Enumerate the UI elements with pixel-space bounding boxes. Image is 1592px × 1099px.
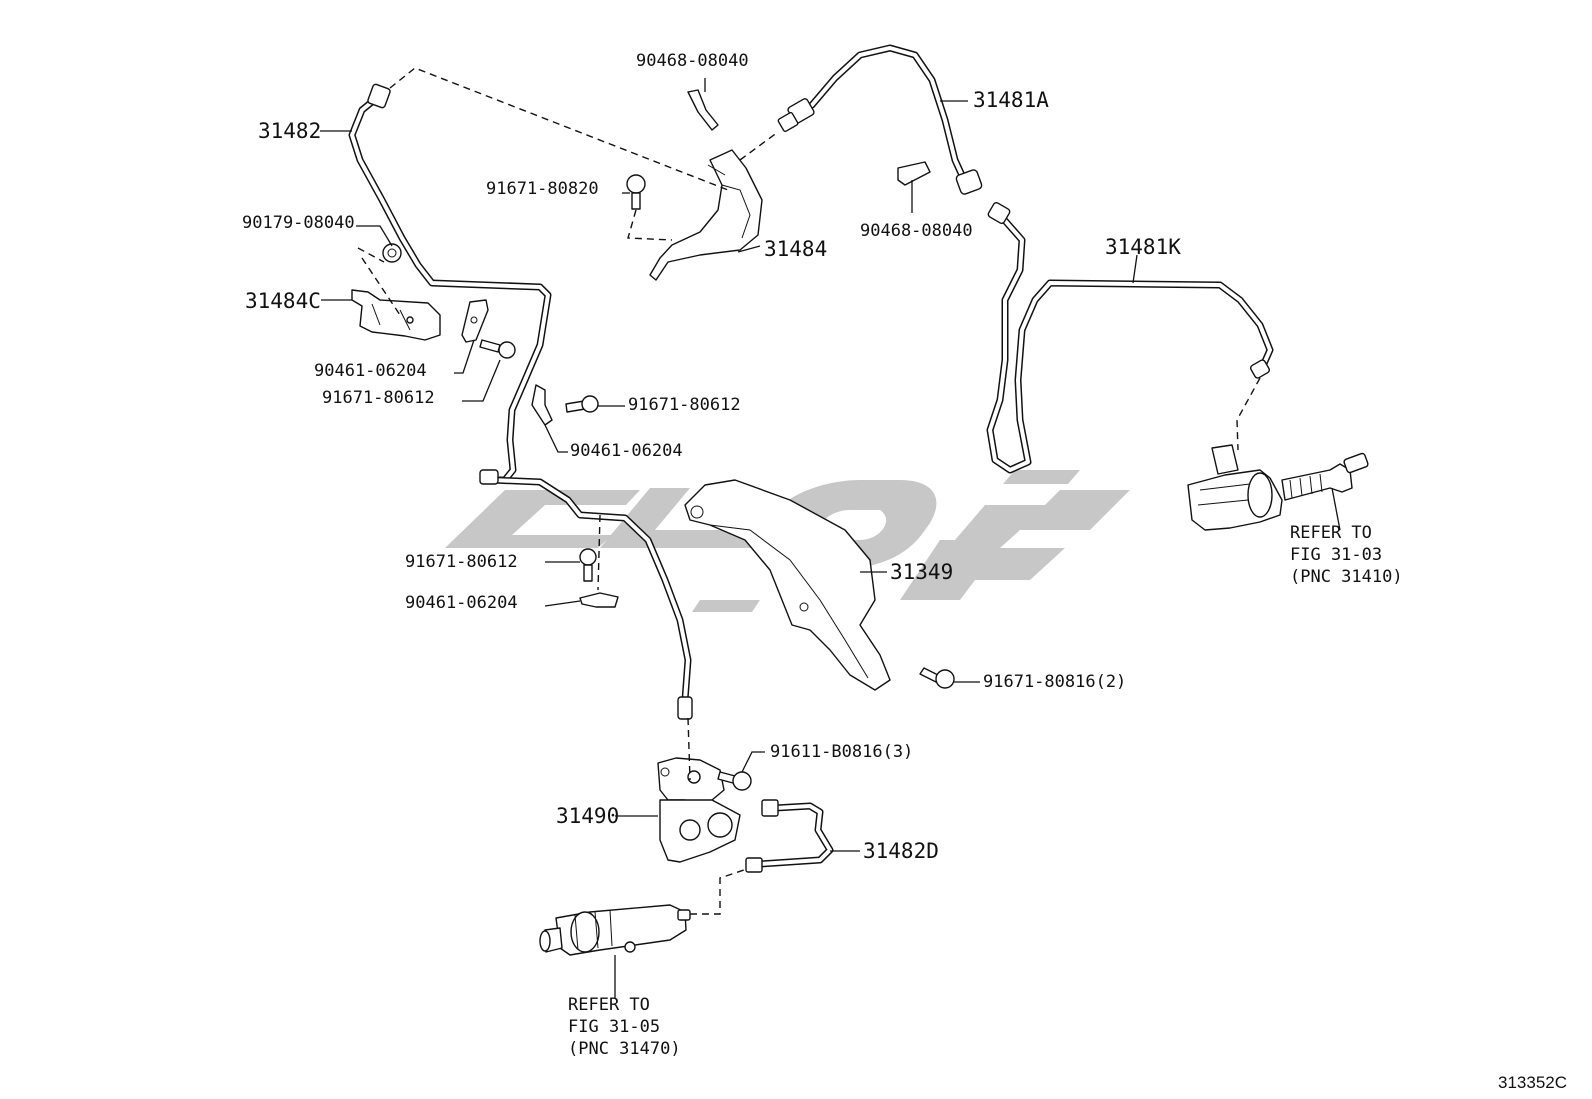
label-bolt-bracket[interactable]: 91671-80820 <box>486 179 599 199</box>
label-clamp-low[interactable]: 90461-06204 <box>405 593 518 613</box>
ref-master-line-2[interactable]: FIG 31-03 <box>1290 545 1382 565</box>
master-cylinder <box>1187 444 1369 531</box>
clip-right <box>897 161 931 186</box>
part-labels: 31482 31481A 31481K 31484 31484C 31349 3… <box>242 51 1181 863</box>
release-cylinder <box>539 904 691 956</box>
bolt-bracket <box>626 174 646 210</box>
label-31482D[interactable]: 31482D <box>863 839 939 863</box>
bolt-low <box>579 548 597 582</box>
clamp-left <box>461 299 489 343</box>
label-clip-right[interactable]: 90468-08040 <box>860 221 973 241</box>
label-bolt-left[interactable]: 91671-80612 <box>322 388 435 408</box>
pipe-31482D <box>745 799 834 873</box>
bracket-31484C <box>351 289 441 341</box>
diagram-code: 313352C <box>1498 1073 1567 1092</box>
label-bolt-mid[interactable]: 91671-80612 <box>628 395 741 415</box>
bolt-cover <box>919 667 955 689</box>
ref-master-cylinder: REFER TO FIG 31-03 (PNC 31410) <box>1290 523 1403 587</box>
pipe-31481K <box>986 201 1274 474</box>
ref-release-line-2[interactable]: FIG 31-05 <box>568 1017 660 1037</box>
label-31481K[interactable]: 31481K <box>1105 235 1181 259</box>
cover-31349 <box>684 479 891 691</box>
bracket-31484 <box>649 149 763 281</box>
ref-release-line-1: REFER TO <box>568 995 650 1015</box>
nut-90179-08040 <box>382 243 402 263</box>
label-31484C[interactable]: 31484C <box>245 289 321 313</box>
bolt-junction <box>717 771 752 791</box>
label-31482[interactable]: 31482 <box>258 119 321 143</box>
bolt-mid <box>565 395 599 413</box>
junction-31490 <box>657 757 741 863</box>
label-bolt-junction[interactable]: 91611-B0816(3) <box>770 742 913 762</box>
label-clamp-mid[interactable]: 90461-06204 <box>570 441 683 461</box>
clip-top <box>687 89 719 131</box>
connection-lines <box>357 67 1261 915</box>
clamp-mid <box>531 384 553 426</box>
pipe-31481A <box>777 44 983 195</box>
label-31490[interactable]: 31490 <box>556 804 619 828</box>
label-clamp-left[interactable]: 90461-06204 <box>314 361 427 381</box>
label-31481A[interactable]: 31481A <box>973 88 1049 112</box>
ref-release-cylinder: REFER TO FIG 31-05 (PNC 31470) <box>568 995 681 1059</box>
label-31484[interactable]: 31484 <box>764 237 827 261</box>
ref-master-line-3: (PNC 31410) <box>1290 567 1403 587</box>
pipe-31482 <box>348 83 693 720</box>
label-nut-left[interactable]: 90179-08040 <box>242 213 355 233</box>
ref-release-line-3: (PNC 31470) <box>568 1039 681 1059</box>
ref-master-line-1: REFER TO <box>1290 523 1372 543</box>
clamp-low <box>579 592 619 608</box>
bolt-left <box>479 339 516 359</box>
label-bolt-cover[interactable]: 91671-80816(2) <box>983 672 1126 692</box>
label-31349[interactable]: 31349 <box>890 560 953 584</box>
label-clip-top[interactable]: 90468-08040 <box>636 51 749 71</box>
label-bolt-low[interactable]: 91671-80612 <box>405 552 518 572</box>
leader-lines <box>320 78 1341 998</box>
